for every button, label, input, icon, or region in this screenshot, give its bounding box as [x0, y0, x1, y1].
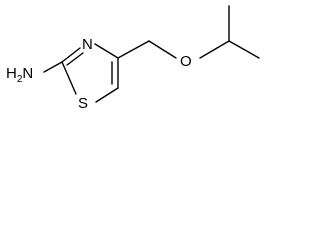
bond-s1-c2	[61, 61, 77, 95]
bond-ch2-o	[148, 40, 177, 59]
bond-o-ch	[199, 40, 230, 59]
bond-amine-c2	[43, 61, 63, 73]
structure-canvas: H2N N S O	[0, 0, 268, 120]
bond-c5-s1	[95, 87, 119, 103]
bond-c2-n3	[61, 47, 81, 63]
atom-ring-nitrogen-label: N	[82, 36, 93, 53]
bond-c2-n3-double	[66, 52, 84, 66]
atom-amine-label: H2N	[6, 65, 33, 85]
bond-n3-c4	[94, 43, 119, 59]
atom-sulfur-label: S	[78, 95, 88, 112]
atom-oxygen-label: O	[180, 53, 192, 70]
molecule-diagram: H2N N S O	[6, 5, 260, 112]
bond-c4-ch2	[117, 40, 150, 59]
bond-ch-methyl-right	[228, 40, 260, 59]
